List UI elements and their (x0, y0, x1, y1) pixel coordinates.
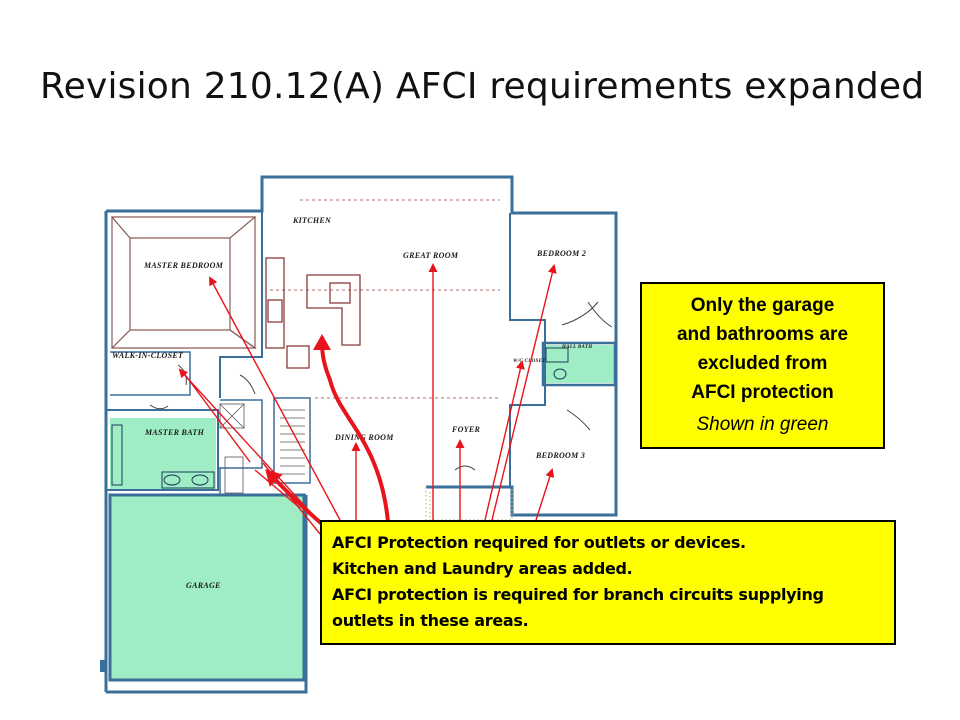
excluded-line-2: and bathrooms are (676, 324, 849, 345)
walls (104, 175, 618, 694)
required-line-1: AFCI Protection required for outlets or … (332, 533, 746, 552)
room-labels: KITCHEN GREAT ROOM BEDROOM 2 MASTER BEDR… (112, 216, 593, 590)
closet-marks (219, 403, 245, 494)
excluded-line-1: Only the garage (690, 295, 835, 316)
label-dining-room: DINING ROOM (334, 433, 394, 442)
label-bedroom-3: BEDROOM 3 (535, 451, 585, 460)
excluded-line-3: excluded from (697, 353, 828, 374)
soffit-lines (270, 199, 500, 399)
door-swings (149, 301, 613, 471)
highlight-arrows (265, 334, 390, 526)
excluded-areas-callout: Only the garage and bathrooms are exclud… (640, 282, 885, 449)
excluded-line-4: AFCI protection (691, 382, 834, 403)
kitchen-cabinets (265, 257, 361, 369)
label-wic-small: W/C CLOSET (513, 359, 546, 364)
hall-bath-area (543, 345, 614, 383)
required-line-3: AFCI protection is required for branch c… (332, 585, 824, 604)
label-bedroom-2: BEDROOM 2 (536, 249, 586, 258)
garage-area (110, 495, 304, 680)
excluded-note: Shown in green (696, 414, 829, 435)
label-walk-in-closet: WALK-IN-CLOSET (112, 351, 184, 360)
pointer-arrows (178, 263, 557, 535)
label-hall-bath: HALL BATH (561, 345, 593, 350)
label-kitchen: KITCHEN (292, 216, 332, 225)
label-master-bedroom: MASTER BEDROOM (143, 261, 224, 270)
required-line-2: Kitchen and Laundry areas added. (332, 559, 633, 578)
panel-marker (100, 660, 106, 672)
master-bath-area (110, 418, 216, 489)
slide-title: Revision 210.12(A) AFCI requirements exp… (40, 66, 925, 107)
afci-required-callout: AFCI Protection required for outlets or … (320, 520, 896, 645)
bath-fixtures (111, 347, 569, 489)
label-master-bath: MASTER BATH (144, 428, 205, 437)
label-great-room: GREAT ROOM (403, 251, 459, 260)
label-foyer: FOYER (451, 425, 481, 434)
master-bedroom-ceiling (110, 216, 257, 350)
label-garage: GARAGE (186, 581, 221, 590)
required-line-4: outlets in these areas. (332, 611, 529, 630)
stairs (280, 409, 305, 475)
